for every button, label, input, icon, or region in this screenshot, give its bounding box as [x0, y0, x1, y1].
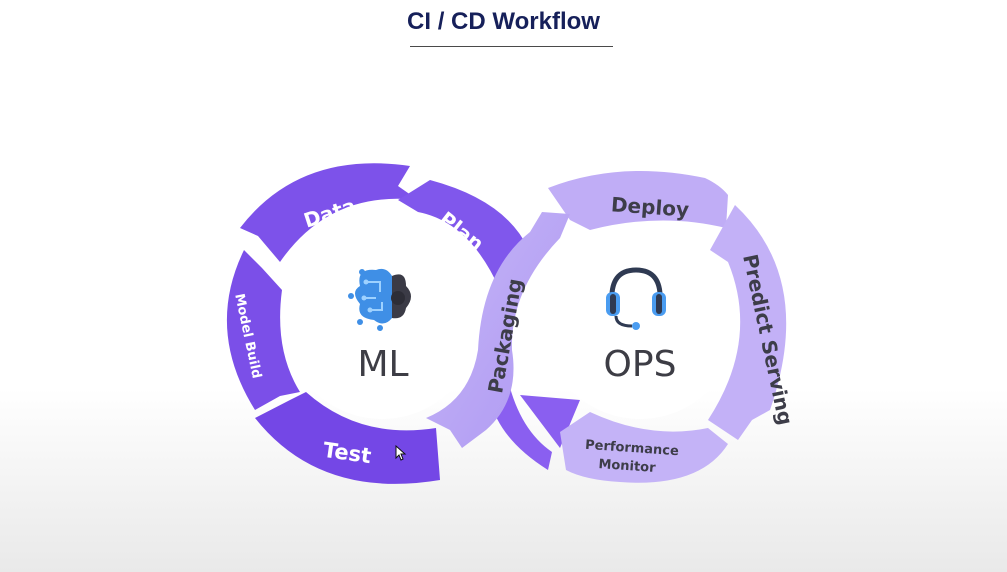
ops-ring — [548, 170, 787, 483]
ml-segment-plan — [398, 180, 528, 290]
ops-segment-label-monitor: Monitor — [598, 457, 657, 476]
brain-circuit-icon — [348, 268, 411, 331]
ops-hub — [543, 225, 737, 419]
ml-segment-model-build — [226, 250, 300, 410]
ops-segment-label-deploy: Deploy — [610, 192, 690, 221]
ops-segment-label-performance: Performance — [585, 438, 680, 460]
headset-icon — [606, 267, 666, 330]
ops-segment-performance-monitor — [560, 412, 728, 483]
ops-segment-deploy — [548, 170, 728, 230]
mouse-pointer-icon — [395, 445, 407, 461]
ml-segment-data — [240, 163, 418, 262]
bridge-segment-packaging — [426, 212, 570, 448]
diagram-title: CI / CD Workflow — [407, 8, 600, 35]
ops-hub-label: OPS — [604, 344, 677, 385]
ops-segment-predict-serving — [708, 205, 787, 440]
ml-hub-label: ML — [357, 344, 408, 385]
ml-ring — [226, 163, 528, 484]
ml-segment-test — [255, 392, 440, 484]
title-underline — [410, 46, 613, 47]
